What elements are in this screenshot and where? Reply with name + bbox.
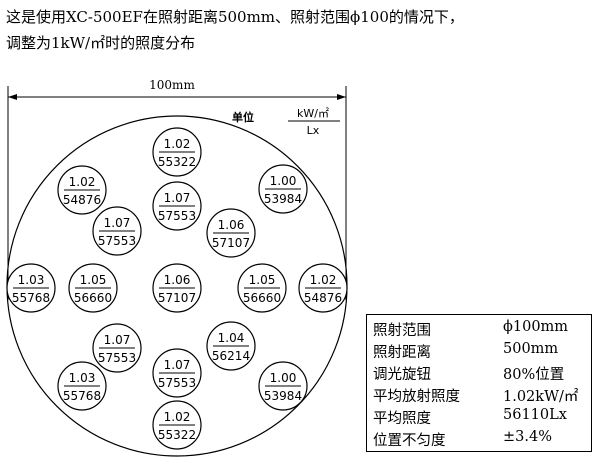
- illuminance-value: 55768: [12, 291, 50, 305]
- irradiance-value: 1.06: [218, 218, 245, 232]
- spec-label: 平均放射照度: [373, 389, 460, 405]
- measurement-point: 1.05 56660: [68, 263, 118, 313]
- irradiance-value: 1.04: [218, 331, 245, 345]
- measurement-point: 1.07 57553: [92, 206, 142, 256]
- illuminance-value: 57553: [98, 234, 136, 248]
- spec-label: 照射范围: [373, 323, 431, 339]
- measurement-point: 1.07 57553: [92, 323, 142, 373]
- spec-label: 照射距离: [373, 345, 431, 361]
- measurement-point: 1.04 56214: [206, 321, 256, 371]
- right-arrow-icon: [337, 94, 346, 100]
- caption-line-1: 这是使用XC-500EF在照射距离500mm、照射范围ϕ100的情况下，: [6, 8, 464, 26]
- measurement-point: 1.03 55768: [6, 263, 56, 313]
- irradiance-value: 1.02: [164, 410, 191, 424]
- illuminance-value: 54876: [304, 291, 342, 305]
- irradiance-value: 1.03: [69, 371, 96, 385]
- irradiance-value: 1.05: [80, 273, 107, 287]
- measurement-point: 1.07 57553: [152, 181, 202, 231]
- caption-line-2: 调整为1kW/㎡时的照度分布: [6, 34, 196, 52]
- illuminance-value: 55768: [63, 389, 101, 403]
- spec-value: 1.02kW/㎡: [503, 389, 579, 405]
- spec-label: 平均照度: [373, 411, 431, 427]
- unit-legend: 单位 kW/㎡ Lx: [232, 107, 340, 137]
- irradiance-value: 1.07: [164, 358, 191, 372]
- measurement-point: 1.00 53984: [258, 164, 308, 214]
- irradiance-value: 1.02: [69, 175, 96, 189]
- spec-value: ϕ100mm: [503, 319, 569, 335]
- illuminance-value: 56660: [74, 291, 112, 305]
- illuminance-value: 55322: [158, 155, 196, 169]
- illuminance-value: 57107: [212, 236, 250, 250]
- spec-value: 56110Lx: [503, 407, 567, 423]
- measurement-point: 1.00 53984: [258, 361, 308, 411]
- irradiance-value: 1.05: [249, 273, 276, 287]
- irradiance-value: 1.07: [104, 333, 131, 347]
- measurement-point: 1.06 57107: [206, 208, 256, 258]
- measurement-point: 1.07 57553: [152, 348, 202, 398]
- measurement-point: 1.02 54876: [57, 165, 107, 215]
- illuminance-value: 57553: [158, 209, 196, 223]
- irradiance-value: 1.02: [310, 273, 337, 287]
- left-arrow-icon: [8, 94, 17, 100]
- irradiance-value: 1.03: [18, 273, 45, 287]
- illuminance-value: 53984: [264, 389, 302, 403]
- spec-table: 照射范围 ϕ100mm 照射距离 500mm 调光旋钮 80%位置 平均放射照度…: [366, 314, 592, 452]
- measurement-point: 1.05 56660: [237, 263, 287, 313]
- unit-top: kW/㎡: [297, 107, 329, 120]
- irradiance-value: 1.07: [164, 191, 191, 205]
- dimension-label: 100mm: [149, 78, 195, 92]
- irradiance-value: 1.00: [270, 371, 297, 385]
- illuminance-value: 57553: [98, 351, 136, 365]
- spec-label: 调光旋钮: [373, 367, 431, 383]
- measurement-point: 1.02 54876: [298, 263, 348, 313]
- illuminance-value: 57553: [158, 376, 196, 390]
- spec-label: 位置不匀度: [373, 433, 446, 449]
- irradiance-value: 1.07: [104, 216, 131, 230]
- illuminance-value: 56214: [212, 349, 250, 363]
- spec-value: 500mm: [503, 341, 559, 357]
- unit-bottom: Lx: [307, 124, 320, 137]
- measurement-points: 1.02553221.02548761.07575531.00539841.07…: [6, 127, 348, 450]
- measurement-point: 1.03 55768: [57, 361, 107, 411]
- illuminance-value: 55322: [158, 428, 196, 442]
- spec-value: ±3.4%: [503, 429, 552, 445]
- measurement-point: 1.02 55322: [152, 400, 202, 450]
- measurement-point: 1.02 55322: [152, 127, 202, 177]
- irradiance-value: 1.00: [270, 174, 297, 188]
- illuminance-value: 56660: [243, 291, 281, 305]
- spec-value: 80%位置: [503, 367, 565, 383]
- illuminance-value: 53984: [264, 192, 302, 206]
- illuminance-value: 54876: [63, 193, 101, 207]
- irradiance-value: 1.02: [164, 137, 191, 151]
- measurement-point: 1.06 57107: [152, 263, 202, 313]
- illuminance-value: 57107: [158, 291, 196, 305]
- irradiance-value: 1.06: [164, 273, 191, 287]
- unit-label: 单位: [232, 110, 254, 124]
